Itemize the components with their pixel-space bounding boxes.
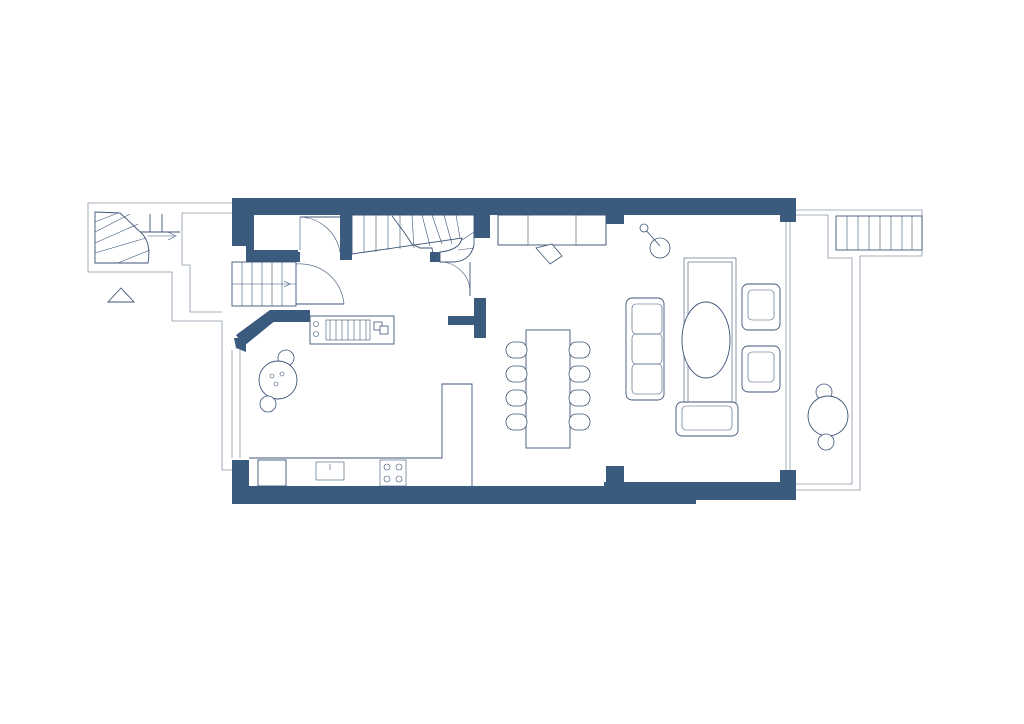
hall-door	[295, 263, 345, 305]
exterior-outline	[87, 202, 923, 491]
terrace-table	[807, 383, 849, 451]
outdoor-stair-left	[94, 211, 180, 264]
living-room	[625, 257, 781, 437]
kitchen-hob-unit	[309, 315, 395, 345]
walls	[232, 198, 796, 504]
dining-sideboard	[497, 214, 607, 265]
dining-table	[505, 329, 591, 449]
outdoor-stair-right	[835, 215, 923, 251]
cupboard-door	[439, 261, 471, 296]
breakfast-table	[258, 349, 298, 413]
main-stair	[351, 214, 475, 263]
wc-door	[299, 216, 341, 253]
glazing	[785, 222, 791, 470]
floor-lamp	[639, 223, 671, 259]
kitchen-counter	[249, 383, 473, 487]
basement-stair	[231, 261, 297, 307]
north-arrow-icon	[106, 287, 136, 303]
